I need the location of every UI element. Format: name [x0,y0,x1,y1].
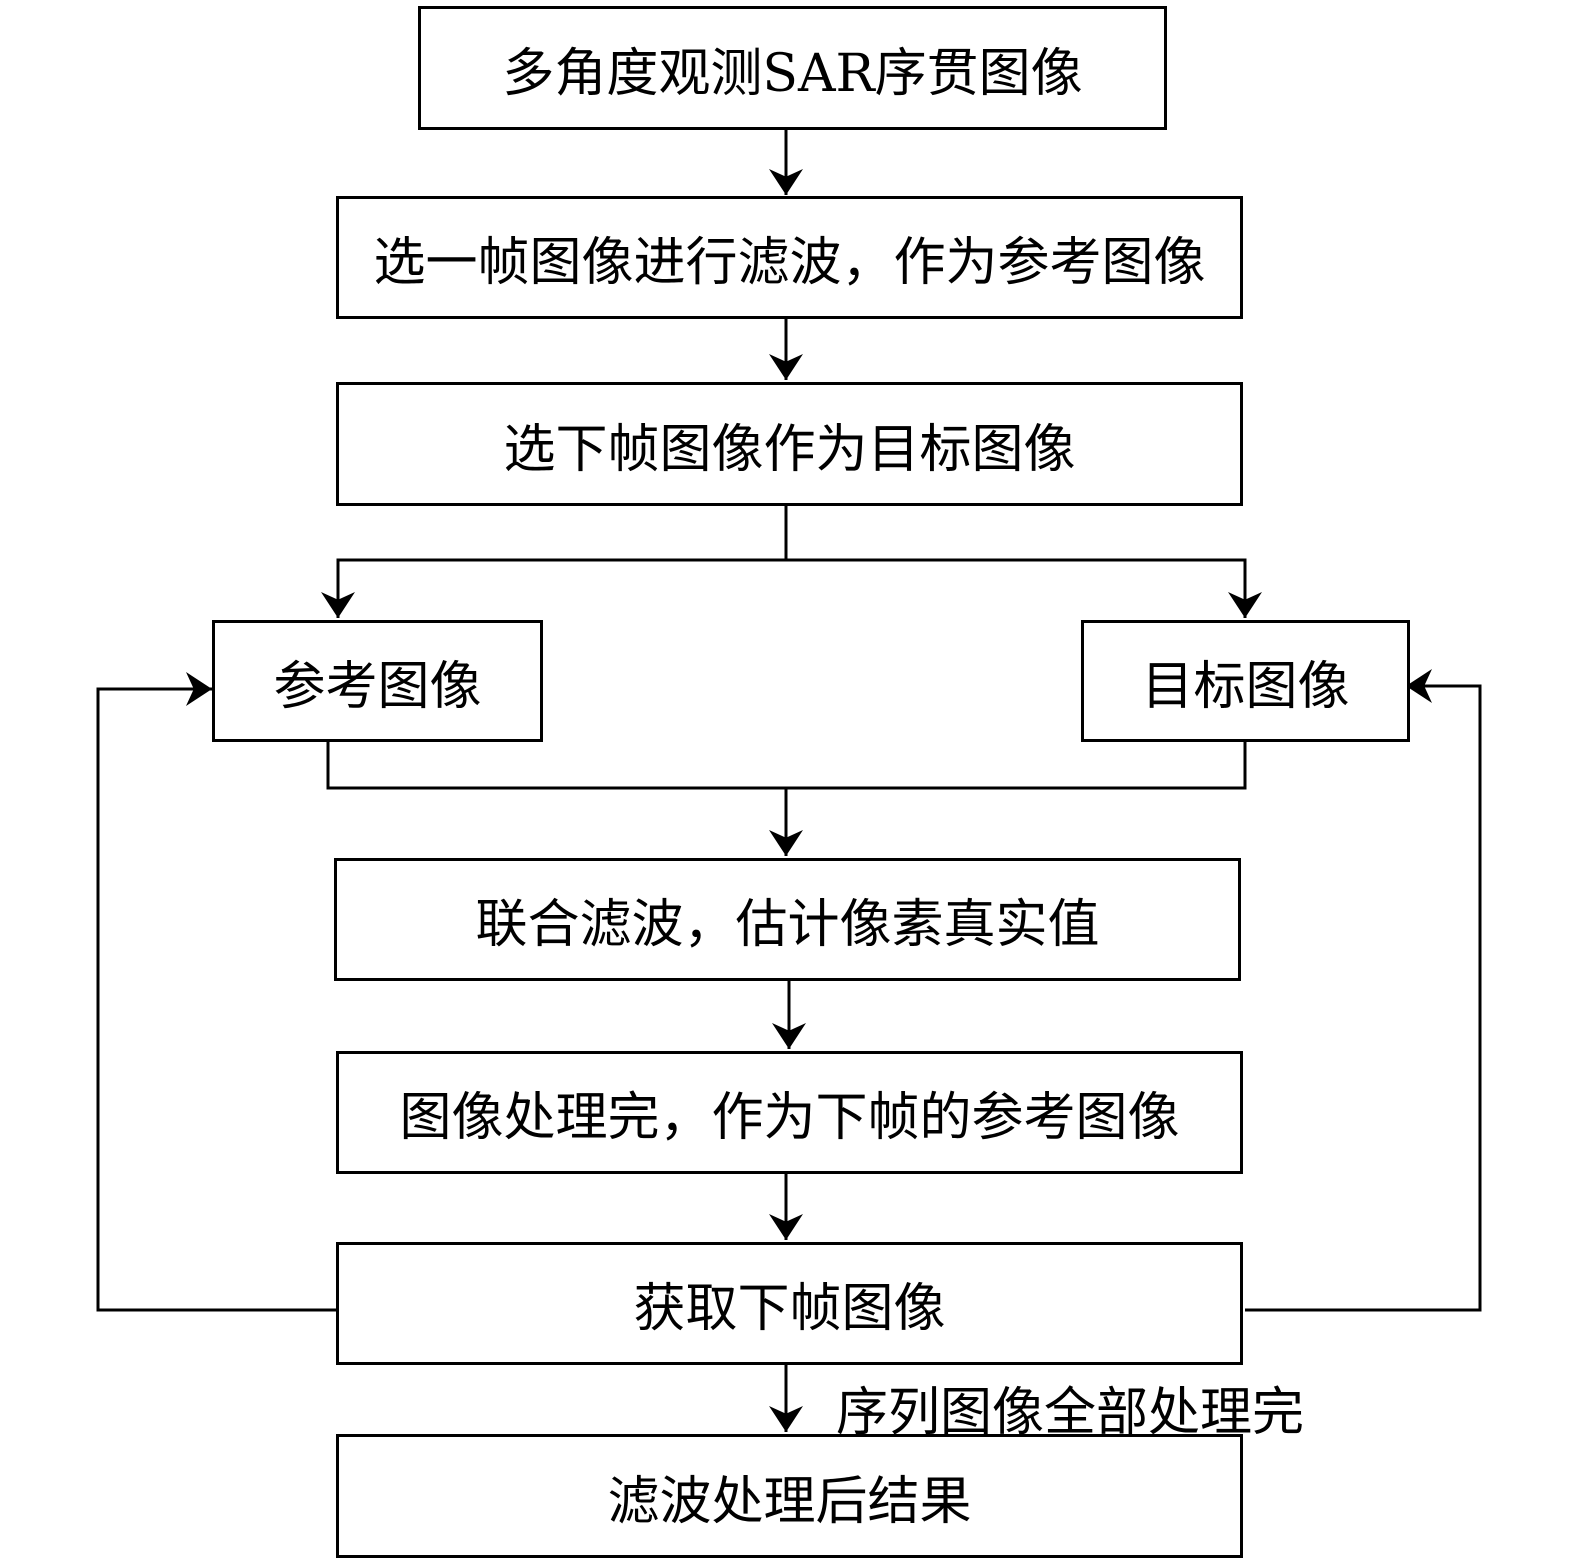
node-result: 滤波处理后结果 [336,1434,1243,1558]
node-reference-image: 参考图像 [212,620,543,742]
node-joint-filter: 联合滤波，估计像素真实值 [334,858,1241,981]
edge-get-next-to-target-image [1245,669,1482,1312]
edge-ref-merge [326,738,1247,790]
node-processed: 图像处理完，作为下帧的参考图像 [336,1051,1243,1174]
node-select-reference: 选一帧图像进行滤波，作为参考图像 [336,196,1243,319]
node-get-next-frame: 获取下帧图像 [336,1242,1243,1365]
node-target-image: 目标图像 [1081,620,1410,742]
node-select-target: 选下帧图像作为目标图像 [336,382,1243,506]
edge-get-next-to-ref-image [96,672,338,1312]
edge-to-target-image [786,558,1262,618]
edge-to-ref-image [321,558,786,618]
node-input: 多角度观测SAR序贯图像 [418,6,1167,130]
edge-label-all-processed: 序列图像全部处理完 [836,1383,1305,1443]
